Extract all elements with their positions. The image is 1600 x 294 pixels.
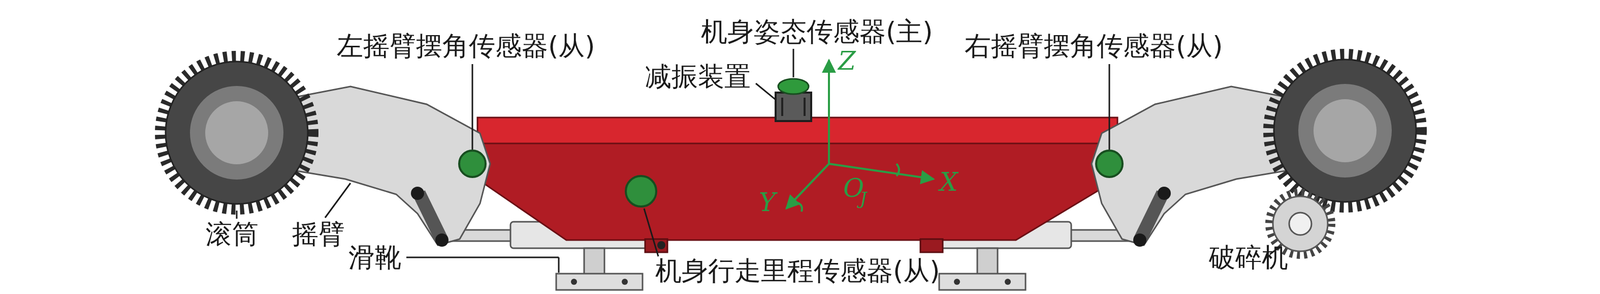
part-label: 减振装置 (645, 60, 751, 92)
drum-shell (165, 61, 308, 204)
crusher-axle (1289, 212, 1312, 235)
bolt (570, 278, 578, 285)
shoe-bracket (977, 247, 998, 275)
pin (657, 240, 666, 249)
leader-line (1108, 64, 1111, 150)
leader-lines (236, 48, 1280, 273)
drum-picks (160, 56, 313, 209)
leader-line (755, 83, 776, 100)
axis-label: Y (758, 186, 776, 218)
axis-label: X (939, 166, 958, 198)
arm-link (1139, 193, 1163, 240)
shoe-plate (556, 273, 643, 290)
slide-shoe (556, 247, 1026, 290)
machine-body (477, 117, 1118, 252)
sensor-label: 机身行走里程传感器(从) (655, 254, 941, 286)
pivot (1157, 186, 1171, 200)
drum-hub (1298, 83, 1392, 178)
sensors (459, 78, 1123, 177)
axis-subscript: J (859, 187, 868, 209)
y-axis (786, 163, 829, 209)
part-label: 滚筒 (205, 217, 259, 250)
leader-line (325, 182, 351, 218)
sensor-label: 左摇臂摆角传感器(从) (336, 29, 596, 62)
body-foot (920, 238, 943, 252)
drum-center (205, 101, 269, 165)
part-label: 破碎机 (1208, 241, 1289, 273)
pivot (1133, 233, 1147, 247)
part-label: 滑靴 (348, 241, 402, 273)
pivot (435, 233, 449, 247)
drum-shell (1273, 59, 1417, 202)
bolt (621, 278, 628, 285)
drum-picks (1268, 54, 1422, 207)
body-front (477, 142, 1118, 240)
damper-rib (781, 97, 784, 116)
bolt (1004, 278, 1011, 285)
drum-center (1313, 99, 1377, 163)
arm-link (419, 193, 442, 240)
bolt (953, 278, 960, 285)
shoe-plate (939, 273, 1026, 290)
pivot (410, 186, 425, 200)
cutting-drum (160, 54, 1422, 209)
sensor-label: 机身姿态传感器(主) (700, 15, 934, 48)
part-label: 摇臂 (292, 217, 345, 250)
axis-label: Z (838, 45, 856, 77)
leader-line (406, 256, 559, 259)
leader-line (558, 257, 560, 273)
rotation-mark (896, 163, 900, 176)
z-axis (827, 59, 830, 164)
sensor-label: 右摇臂摆角传感器(从) (964, 29, 1224, 62)
leader-line (792, 48, 795, 78)
drum-hub (189, 85, 284, 180)
rocker-arm (284, 86, 1298, 247)
leader-line (236, 210, 238, 219)
damping-device (775, 92, 812, 121)
rotation-mark (796, 202, 803, 212)
shoe-bracket (584, 247, 605, 275)
leader-line (471, 64, 474, 150)
swing-angle-sensor (459, 150, 486, 177)
coordinate-axes (786, 59, 934, 212)
damper-rib (803, 97, 806, 116)
posture-sensor (778, 78, 809, 94)
leader-line (644, 208, 659, 256)
mileage-sensor (625, 175, 657, 207)
swing-angle-sensor (1096, 150, 1123, 177)
